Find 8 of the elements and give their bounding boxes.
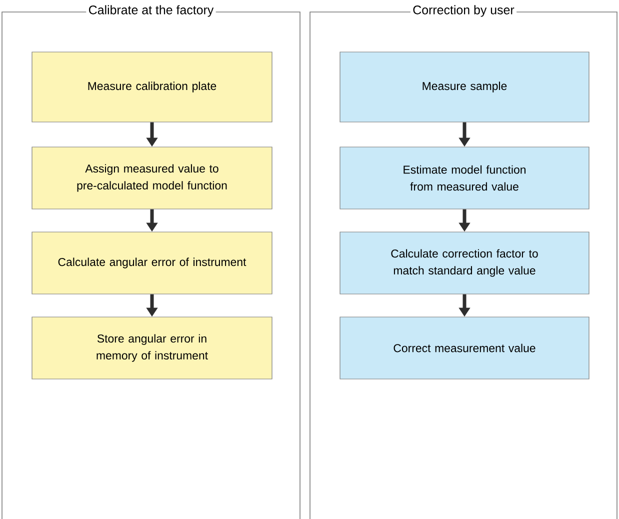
- process-box: Correct measurement value: [340, 316, 590, 380]
- process-box: Measure calibration plate: [32, 52, 272, 122]
- process-box: Assign measured value to pre-calculated model function: [32, 146, 272, 210]
- process-box: Estimate model function from measured value: [340, 146, 590, 210]
- process-box: Store angular error in memory of instrument: [32, 316, 272, 380]
- process-box: Measure sample: [340, 52, 590, 122]
- process-box: Calculate correction factor to match standard angle value: [340, 232, 590, 294]
- process-box: Calculate angular error of instrument: [32, 232, 272, 294]
